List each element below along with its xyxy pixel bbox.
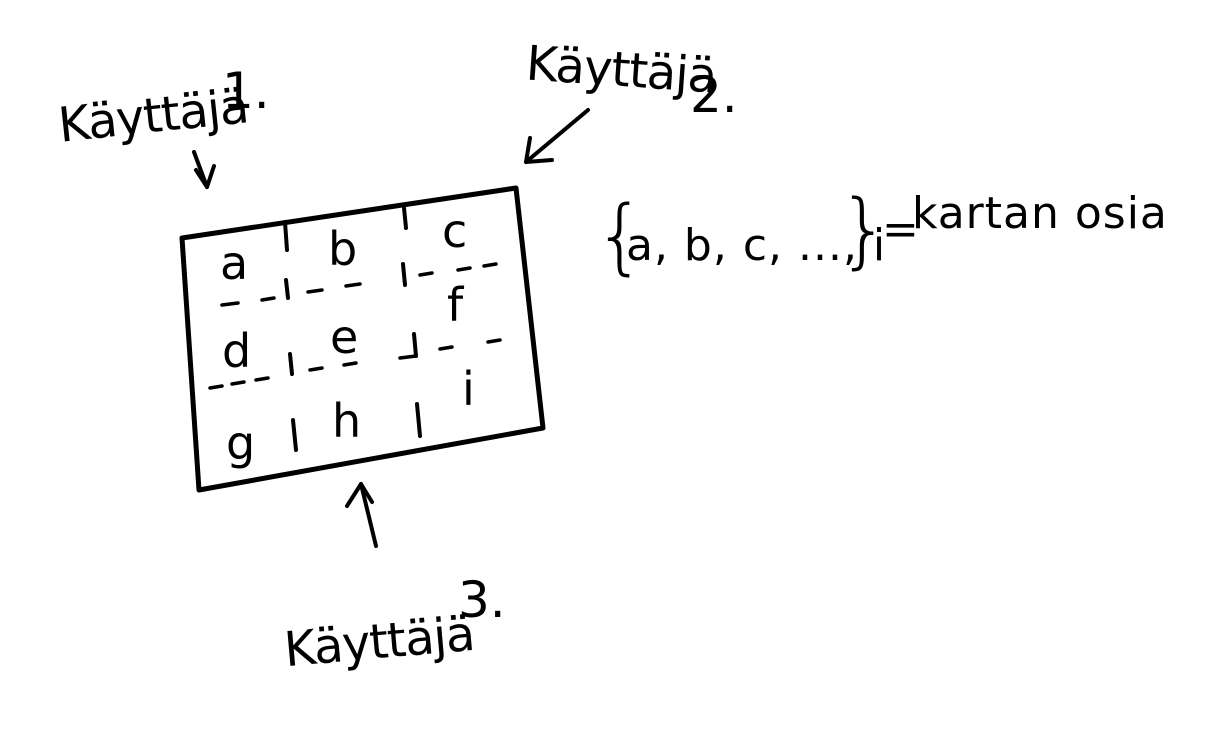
divider-mid-right-a bbox=[401, 262, 407, 287]
user-1-number: 1. bbox=[222, 62, 270, 120]
cell-i: i bbox=[462, 362, 475, 416]
cell-a: a bbox=[220, 236, 249, 290]
set-equals: = bbox=[882, 204, 920, 255]
divider-bottom-left bbox=[291, 418, 298, 452]
cell-c: c bbox=[442, 204, 468, 258]
cell-e: e bbox=[330, 310, 359, 364]
dashed-divider-lower bbox=[208, 338, 502, 390]
map-rectangle bbox=[179, 185, 546, 493]
arrow-user-1 bbox=[192, 150, 216, 189]
cell-g: g bbox=[226, 416, 256, 470]
user-3-number: 3. bbox=[458, 571, 506, 629]
divider-top-right bbox=[402, 206, 408, 230]
set-open-brace: { bbox=[594, 189, 647, 284]
set-close-brace: } bbox=[838, 183, 891, 278]
user-2-number: 2. bbox=[690, 66, 738, 124]
cell-b: b bbox=[328, 222, 358, 276]
divider-top-left bbox=[283, 220, 289, 252]
set-elements: a, b, c, ..., i bbox=[626, 220, 887, 271]
user-2-label: Käyttäjä bbox=[524, 35, 718, 105]
divider-mid-left-b bbox=[288, 352, 294, 376]
divider-bottom-right bbox=[415, 402, 422, 438]
arrow-user-2 bbox=[524, 108, 590, 164]
divider-mid-left-a bbox=[284, 278, 290, 300]
set-description: kartan osia bbox=[912, 188, 1168, 239]
cell-f: f bbox=[447, 278, 464, 332]
divider-mid-right-b bbox=[412, 332, 418, 358]
cell-d: d bbox=[222, 324, 252, 378]
cell-h: h bbox=[332, 394, 362, 448]
dashed-divider-upper bbox=[220, 262, 498, 307]
arrow-user-3 bbox=[345, 482, 378, 548]
